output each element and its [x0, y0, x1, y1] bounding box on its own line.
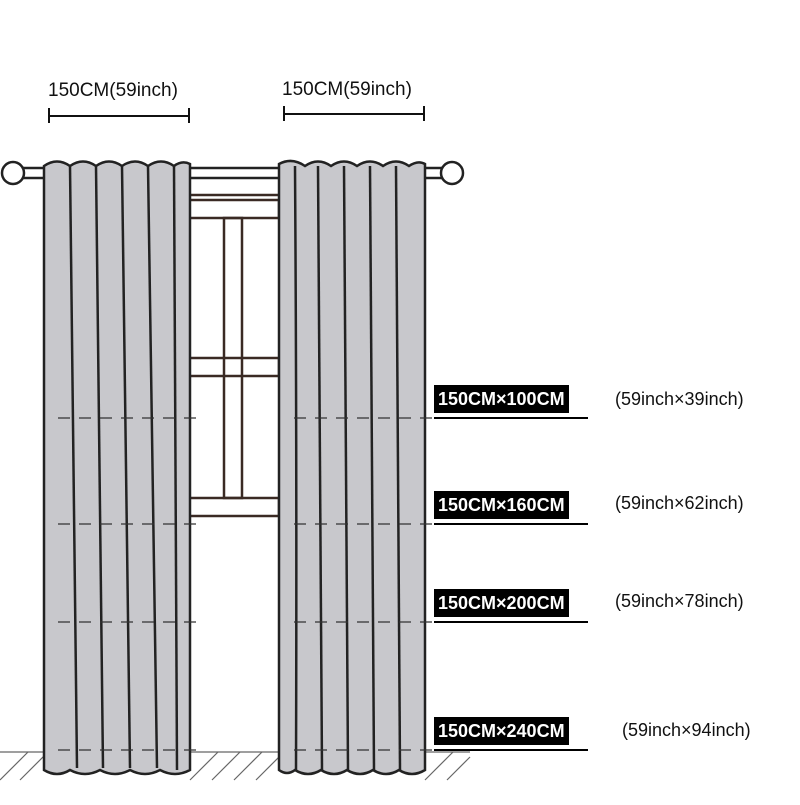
right-width-dimension: [283, 106, 425, 121]
left-width-dimension: [48, 108, 190, 123]
size-label-cm-200: 150CM×200CM: [434, 589, 569, 617]
size-label-inch-78: (59inch×78inch): [615, 591, 744, 611]
rod-finial-right: [439, 160, 465, 186]
size-label-cm-240: 150CM×240CM: [434, 717, 569, 745]
right-panel-width-label: 150CM(59inch): [282, 79, 412, 100]
size-label-inch-39: (59inch×39inch): [615, 389, 744, 409]
curtain-rod: [0, 160, 465, 186]
window-frame: [187, 193, 281, 518]
left-panel-width-label: 150CM(59inch): [48, 80, 178, 101]
right-curtain-panel: [277, 159, 427, 776]
rod-finial-left: [0, 160, 26, 186]
size-label-cm-160: 150CM×160CM: [434, 491, 569, 519]
size-label-inch-94: (59inch×94inch): [622, 720, 751, 740]
left-curtain-panel: [42, 160, 192, 776]
height-marker-lines: [58, 417, 434, 751]
size-label-inch-62: (59inch×62inch): [615, 493, 744, 513]
size-label-cm-100: 150CM×100CM: [434, 385, 569, 413]
